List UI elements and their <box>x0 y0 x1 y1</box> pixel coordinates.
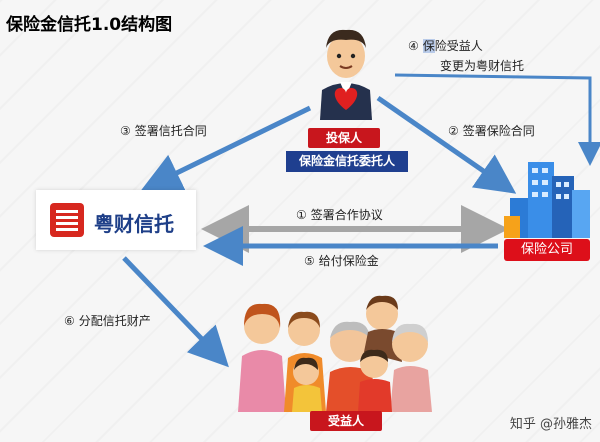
beneficiary-family-figure <box>238 295 432 412</box>
policyholder-tag: 投保人 <box>308 128 380 148</box>
insurance-building-icon <box>504 162 590 238</box>
arrow-step6 <box>122 256 229 368</box>
arrow-step4 <box>394 73 600 166</box>
settlor-tag: 保险金信托委托人 <box>286 151 408 172</box>
insurance-company-tag: 保险公司 <box>504 239 590 261</box>
trust-logo-icon <box>50 203 84 237</box>
arrow-step3 <box>141 105 312 191</box>
trust-company-logo: 粤财信托 <box>36 190 196 250</box>
page-title: 保险金信托1.0结构图 <box>6 15 173 35</box>
author-credit: 知乎 @孙雅杰 <box>509 417 592 432</box>
trust-company-name: 粤财信托 <box>94 212 174 236</box>
policyholder-figure <box>320 29 372 120</box>
arrow-step2 <box>376 95 517 194</box>
beneficiary-tag: 受益人 <box>310 411 382 431</box>
